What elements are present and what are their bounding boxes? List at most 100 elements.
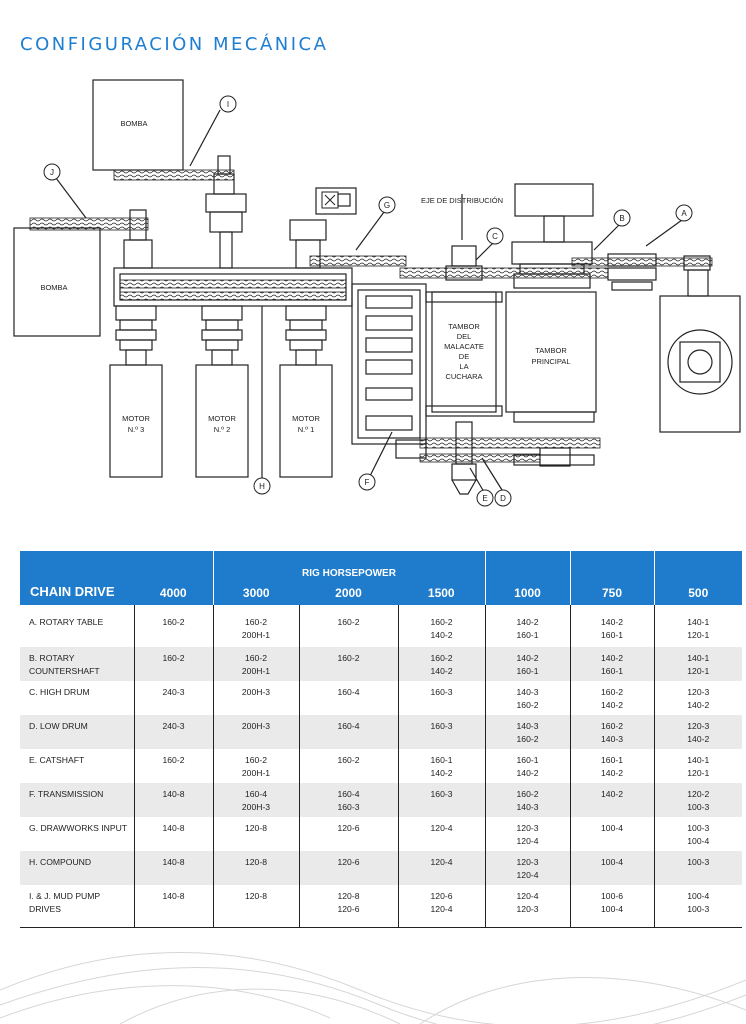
col-header: 500 [653,581,743,605]
marker-b-label: B [619,214,624,223]
table-cell: 100-4 [569,851,655,885]
chain-d [419,437,601,449]
label-tambor-malacate-3: MALACATE [444,342,484,351]
chain-i [113,169,235,181]
table-cell: 120-6 [298,851,398,885]
label-tambor-malacate-5: LA [459,362,468,371]
chain-j [29,217,149,231]
table-cell: 140-8 [133,783,213,817]
table-cell: 140-2 160-1 [484,647,571,681]
row-label: B. ROTARY COUNTERSHAFT [20,647,134,681]
table-cell: 160-2 [298,605,398,647]
marker-f-label: F [365,478,370,487]
row-label: H. COMPOUND [20,851,134,885]
table-cell: 160-2 [298,749,398,783]
row-label: A. ROTARY TABLE [29,617,104,627]
marker-i [219,95,237,113]
label-tambor-malacate-6: CUCHARA [445,372,482,381]
marker-f [358,473,376,491]
table-cell: 160-4 160-3 [298,783,398,817]
marker-h [253,477,271,495]
table-cell: 120-4 120-3 [484,885,571,928]
col-header: 1000 [484,581,571,605]
table-cell: 100-6 100-4 [569,885,655,928]
table-cell: 140-2 160-1 [484,605,571,647]
label-motor2-1: MOTOR [208,414,236,423]
mechanical-diagram: I J G C B A H F E D BOMBA BOMBA EJE DE D… [13,79,741,507]
table-cell: 120-8 [212,817,299,851]
row-label: C. HIGH DRUM [29,687,90,697]
table-cell: 120-8 [212,851,299,885]
table-cell: 240-3 [133,681,213,715]
table-cell: 140-8 [133,817,213,851]
table-cell: 160-2 200H-1 [212,605,299,647]
marker-a-label: A [681,209,687,218]
label-tambor-principal-1: TAMBOR [535,346,567,355]
table-cell: 160-2 140-2 [397,605,486,647]
row-label: I. & J. MUD PUMP DRIVES [20,885,134,928]
table-cell: 160-2 140-2 [569,681,655,715]
marker-e [476,489,494,507]
label-tambor-principal-2: PRINCIPAL [531,357,570,366]
chain-b [571,257,713,267]
table-cell: 140-1 120-1 [653,647,743,681]
table-cell: 160-2 200H-1 [212,749,299,783]
table-cell: 140-2 160-1 [569,647,655,681]
row-label: E. CATSHAFT [29,755,85,765]
marker-e-label: E [482,494,487,503]
chain-c [399,267,609,279]
label-motor2-2: N.º 2 [214,425,231,434]
marker-j [43,163,61,181]
table-cell: 160-2 [133,647,213,681]
chain-h-bottom [119,291,347,301]
header-rig-horsepower: RIG HORSEPOWER [212,551,486,581]
pump-left [13,227,101,337]
table-cell: 100-3 [653,851,743,885]
table-cell: 100-3 100-4 [653,817,743,851]
table-cell: 120-3 120-4 [484,851,571,885]
table-cell: 240-3 [133,715,213,749]
col-header: 1500 [398,581,486,605]
table-cell: 140-8 [133,851,213,885]
marker-d [494,489,512,507]
table-cell: 160-1 140-2 [569,749,655,783]
table-cell: 160-1 140-2 [397,749,486,783]
table-cell: 120-4 [397,851,486,885]
table-cell: 140-1 120-1 [653,749,743,783]
chain-drive-table: CHAIN DRIVE RIG HORSEPOWER 4000 3000 200… [20,551,743,928]
table-cell: 120-4 [397,817,486,851]
label-tambor-malacate-4: DE [459,352,469,361]
table-cell: 120-3 140-2 [653,715,743,749]
chain-g [309,255,407,267]
label-tambor-malacate-2: DEL [457,332,472,341]
table-cell: 100-4 100-3 [653,885,743,928]
marker-i-label: I [227,100,229,109]
table-cell: 160-2 140-3 [569,715,655,749]
table-cell: 160-2 140-3 [484,783,571,817]
label-motor1-1: MOTOR [292,414,320,423]
row-label: D. LOW DRUM [20,715,134,749]
table-cell: 160-2 140-2 [397,647,486,681]
label-bomba-left: BOMBA [40,283,67,292]
table-cell: 160-3 [397,783,486,817]
label-motor1-2: N.º 1 [298,425,315,434]
marker-c [486,227,504,245]
table-cell: 140-2 160-1 [569,605,655,647]
col-header: 2000 [299,581,398,605]
engine-box-icon [321,191,339,209]
table-cell: 100-4 [569,817,655,851]
label-eje-distribucion: EJE DE DISTRIBUCIÓN [421,196,503,205]
table-cell: 200H-3 [212,681,299,715]
table-cell: 120-3 120-4 [484,817,571,851]
table-cell: 120-6 120-4 [397,885,486,928]
label-motor3-1: MOTOR [122,414,150,423]
chain-h-top [119,279,347,289]
chain-e [419,453,541,463]
table-cell: 160-3 [397,681,486,715]
